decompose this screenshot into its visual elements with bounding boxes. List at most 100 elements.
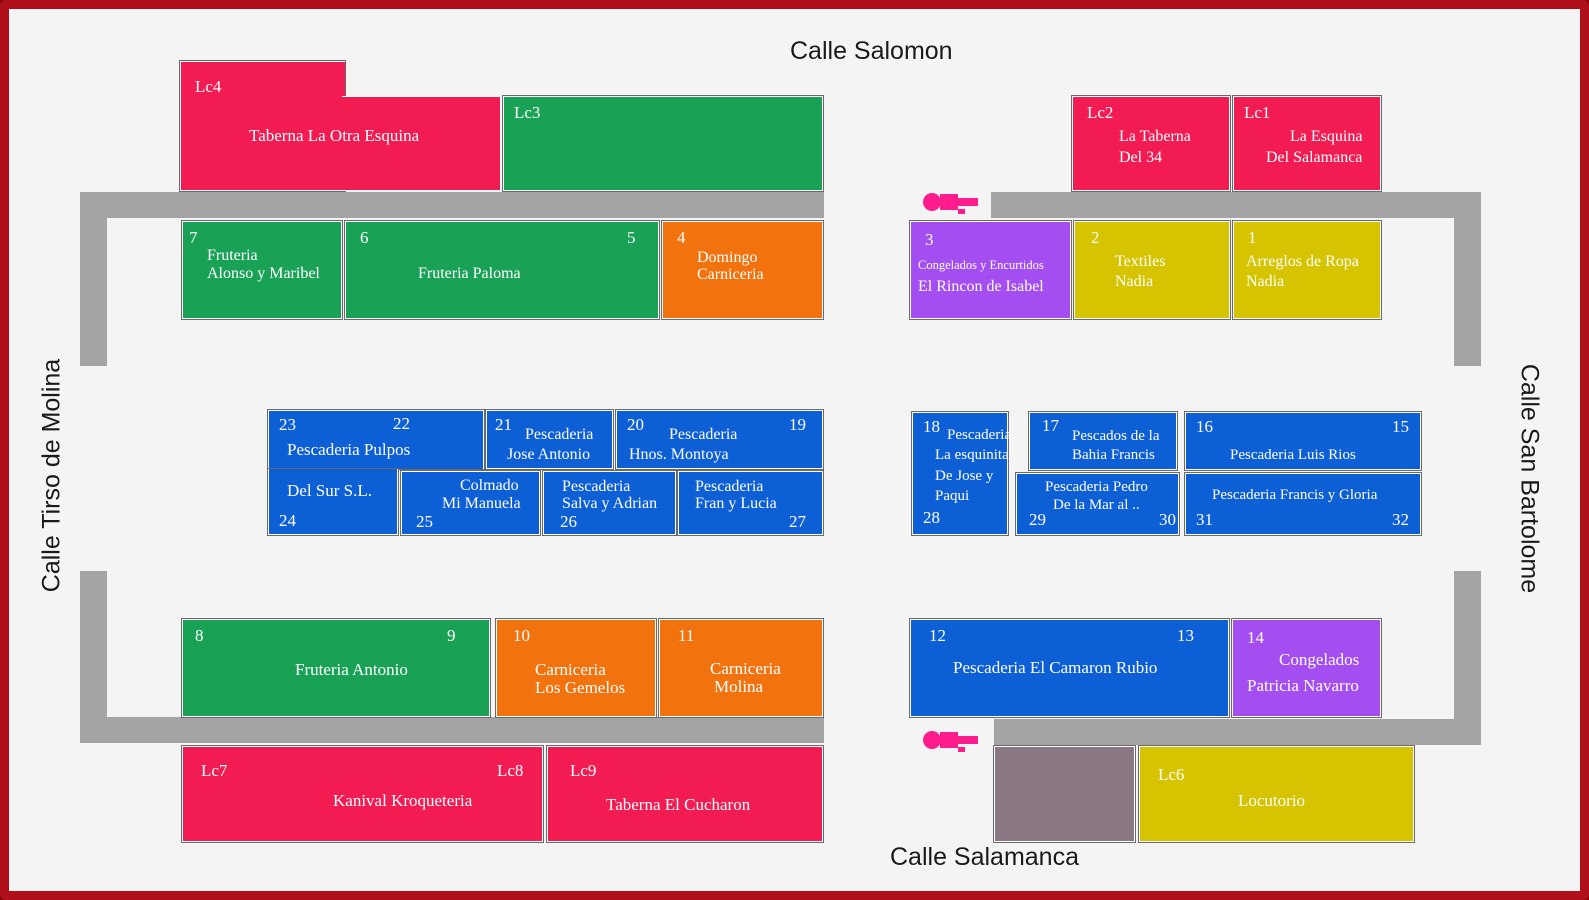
wall-top-left-v <box>80 192 107 366</box>
stall-name: Patricia Navarro <box>1247 676 1359 695</box>
stall-lc7-lc8[interactable]: Lc7 Lc8 Kanival Kroqueteria <box>181 745 544 843</box>
stall-number: 17 <box>1042 416 1059 435</box>
stall-lc4-extension[interactable] <box>342 96 501 191</box>
stall-name: Taberna La Otra Esquina <box>249 126 420 145</box>
stall-name: Kanival Kroqueteria <box>333 791 473 810</box>
stall-number: Lc9 <box>570 761 597 780</box>
stall-number: Lc3 <box>514 103 541 122</box>
stall-number: 10 <box>513 626 530 645</box>
stall-name: Molina <box>714 677 764 696</box>
stall-number: 31 <box>1196 510 1213 529</box>
wall-bottom-left-h <box>80 717 824 743</box>
stall-number: 25 <box>416 512 433 531</box>
stall-25[interactable]: Colmado Mi Manuela 25 <box>400 470 541 536</box>
stall-10[interactable]: 10 Carniceria Los Gemelos <box>495 618 657 718</box>
stall-27[interactable]: Pescaderia Fran y Lucia 27 <box>677 470 824 536</box>
stall-name: Carniceria <box>697 266 764 283</box>
stall-name: Congelados <box>1279 650 1360 669</box>
stall-14[interactable]: 14 Congelados Patricia Navarro <box>1231 618 1382 718</box>
stall-31-32[interactable]: Pescaderia Francis y Gloria 31 32 <box>1184 472 1422 536</box>
stall-name: Pescados de la <box>1072 428 1160 444</box>
stall-number: 4 <box>677 228 686 247</box>
stall-2[interactable]: 2 Textiles Nadia <box>1073 220 1231 320</box>
stall-name: El Rincon de Isabel <box>918 278 1044 295</box>
stall-1[interactable]: 1 Arreglos de Ropa Nadia <box>1232 220 1382 320</box>
stall-number: 21 <box>495 415 512 434</box>
stall-number: 18 <box>923 417 940 436</box>
stall-24[interactable]: Del Sur S.L. 24 <box>267 468 399 536</box>
stall-name: La Taberna <box>1119 128 1191 145</box>
stall-7[interactable]: 7 Fruteria Alonso y Maribel <box>181 220 343 320</box>
stall-17[interactable]: 17 Pescados de la Bahia Francis <box>1028 411 1178 471</box>
stall-name: Fran y Lucia <box>695 495 777 512</box>
stall-name: Fruteria <box>207 247 258 264</box>
wall-top-left-h <box>80 192 824 218</box>
stall-name: Pescaderia Francis y Gloria <box>1212 487 1378 503</box>
stall-number: Lc6 <box>1158 765 1185 784</box>
stall-name: Salva y Adrian <box>562 495 658 512</box>
stall-name: Jose Antonio <box>507 446 591 463</box>
stall-number: 27 <box>789 512 806 531</box>
stall-name: Textiles <box>1115 253 1166 270</box>
stall-20-19[interactable]: 20 19 Pescaderia Hnos. Montoya <box>615 409 824 470</box>
wall-top-right-v <box>1454 192 1481 366</box>
stall-3[interactable]: 3 Congelados y Encurtidos El Rincon de I… <box>909 220 1072 320</box>
stall-number: 6 <box>360 228 369 247</box>
stall-number: 11 <box>678 626 695 645</box>
stall-6-5[interactable]: 6 5 Fruteria Paloma <box>344 220 660 320</box>
wall-bottom-left-v <box>80 571 107 743</box>
stall-16-15[interactable]: 16 15 Pescaderia Luis Rios <box>1184 411 1422 471</box>
stall-name: Domingo <box>697 249 758 266</box>
stall-label: Lc4 <box>195 77 222 96</box>
stall-26[interactable]: Pescaderia Salva y Adrian 26 <box>542 470 677 536</box>
stall-number: Lc2 <box>1087 103 1114 122</box>
stall-name: Carniceria <box>710 659 781 678</box>
stall-4[interactable]: 4 Domingo Carniceria <box>661 220 824 320</box>
stall-lc1[interactable]: Lc1 La Esquina Del Salamanca <box>1232 95 1382 192</box>
street-label-left: Calle Tirso de Molina <box>37 358 66 593</box>
stall-lc2[interactable]: Lc2 La Taberna Del 34 <box>1071 95 1231 192</box>
stall-11[interactable]: 11 Carniceria Molina <box>658 618 824 718</box>
stall-name: Pescaderia Luis Rios <box>1230 447 1356 463</box>
stall-number: 32 <box>1392 510 1409 529</box>
stall-name: Nadia <box>1115 273 1154 290</box>
stall-name: De la Mar al .. <box>1053 497 1140 513</box>
stall-lc9[interactable]: Lc9 Taberna El Cucharon <box>546 745 824 843</box>
stall-number: 28 <box>923 508 940 527</box>
stall-number: 1 <box>1248 228 1257 247</box>
stall-name: Colmado <box>460 477 519 494</box>
stall-number: Lc1 <box>1244 103 1271 122</box>
stall-number: 29 <box>1029 510 1046 529</box>
stall-number: Lc7 <box>201 761 228 780</box>
stall-8-9[interactable]: 8 9 Fruteria Antonio <box>181 618 491 718</box>
stall-name: Taberna El Cucharon <box>606 795 751 814</box>
stall-number: 15 <box>1392 417 1409 436</box>
stall-name: Pescaderia <box>695 478 764 495</box>
stall-12-13[interactable]: 12 13 Pescaderia El Camaron Rubio <box>909 618 1230 718</box>
stall-unlabeled[interactable] <box>993 745 1136 843</box>
stall-number: Lc8 <box>497 761 524 780</box>
stall-name: Pescaderia <box>562 478 631 495</box>
stall-number: 9 <box>447 626 456 645</box>
stall-lc4[interactable] <box>179 60 346 192</box>
stall-number: 26 <box>560 512 577 531</box>
stall-23-22[interactable]: 23 22 Pescaderia Pulpos <box>267 409 485 470</box>
wall-bottom-right-h <box>994 719 1481 745</box>
stall-name: Del Sur S.L. <box>287 481 372 500</box>
stall-number: 2 <box>1091 228 1100 247</box>
stall-name: Del Salamanca <box>1266 149 1363 166</box>
street-label-top: Calle Salomon <box>790 37 953 65</box>
stall-29-30[interactable]: Pescaderia Pedro De la Mar al .. 29 30 <box>1015 472 1180 536</box>
stall-name: Arreglos de Ropa <box>1246 253 1359 270</box>
stall-name: Pescaderia Pedro <box>1045 479 1148 495</box>
stall-lc3[interactable]: Lc3 <box>502 95 824 192</box>
stall-name: Alonso y Maribel <box>207 265 320 282</box>
stall-number: 12 <box>929 626 946 645</box>
stall-lc6[interactable]: Lc6 Locutorio <box>1138 745 1415 843</box>
street-label-bottom: Calle Salamanca <box>890 843 1079 871</box>
stall-number: 7 <box>189 228 198 247</box>
stall-18-28[interactable]: 18 Pescaderia La esquinita De Jose y Paq… <box>911 411 1011 536</box>
stall-number: 30 <box>1159 510 1176 529</box>
stall-21[interactable]: 21 Pescaderia Jose Antonio <box>485 409 614 470</box>
stall-number: 24 <box>279 511 296 530</box>
